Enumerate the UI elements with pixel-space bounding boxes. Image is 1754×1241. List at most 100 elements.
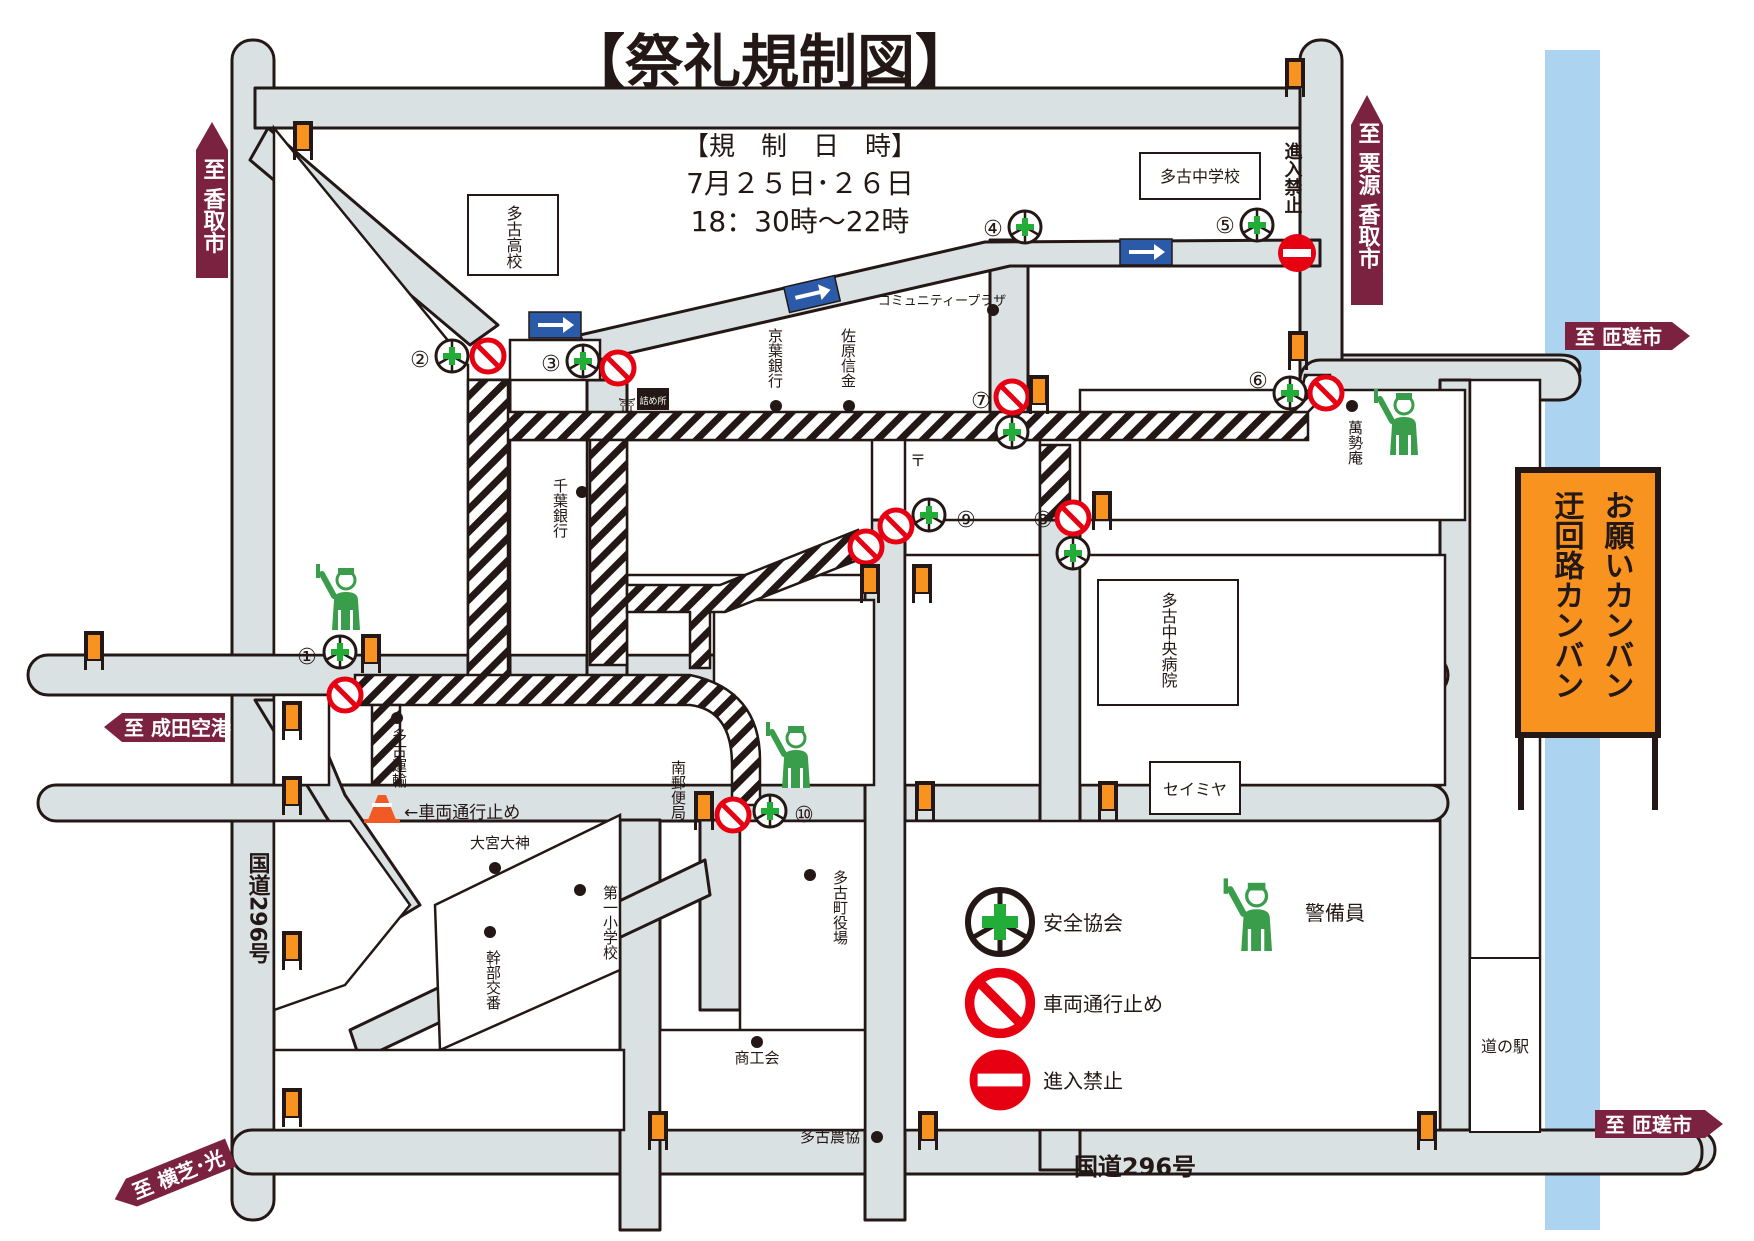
legend-guard: 警備員: [1224, 878, 1365, 951]
schedule-dates: 7月２５日･２６日: [686, 167, 914, 200]
tako-town-office-dot: [804, 869, 816, 881]
no-entry-icon: [969, 1049, 1031, 1111]
shokokai-dot: [751, 1036, 763, 1048]
point-5: ⑤: [1215, 214, 1235, 239]
legend-safety-label: 安全協会: [1043, 911, 1123, 935]
hospital-building: [1097, 579, 1239, 706]
no-vehicles-icon: [850, 531, 882, 563]
no-vehicles-icon: [1310, 377, 1342, 409]
safety-association-icon: [752, 793, 788, 829]
point-8: ⑧: [1033, 508, 1053, 533]
detour-sign-line1: お願いカンバン: [1599, 490, 1635, 700]
direction-sign-katori-left: 至 香取市: [196, 122, 228, 278]
post-office-icon: 〒: [910, 451, 926, 470]
direction-kurimoto-label: 至 栗源 香取市: [1355, 122, 1381, 270]
point-1: ①: [297, 645, 317, 670]
chiba-bank-dot: [576, 486, 588, 498]
point-numbers: ① ② ③ ④ ⑤ ⑥ ⑦ ⑧ ⑨ ⑩: [297, 214, 1268, 828]
safety-association-icon: [968, 890, 1032, 954]
no-entry-vertical-label: 進入禁止: [1282, 141, 1303, 214]
shokokai-label: 商工会: [734, 1049, 779, 1067]
safety-association-icon: [434, 338, 470, 374]
legend-guard-label: 警備員: [1305, 901, 1365, 925]
direction-sosa-lower-label: 至 匝瑳市: [1605, 1113, 1692, 1137]
direction-sign-yokoshiba: 至 横芝･光: [114, 1138, 237, 1207]
tako-jhs-label: 多古中学校: [1160, 167, 1240, 186]
seimiya-label: セイミヤ: [1163, 780, 1227, 799]
buildings: [467, 152, 1541, 1133]
detour-signboard: お願いカンバン 迂回路カンバン: [1515, 467, 1661, 810]
point-2: ②: [410, 348, 430, 373]
keiyo-bank-top-label: 京葉銀行: [766, 328, 784, 389]
michi-no-eki-label: 道の駅: [1481, 1037, 1529, 1056]
point-4: ④: [983, 217, 1003, 242]
tako-jhs-building: [1139, 152, 1261, 200]
safety-association-icon: [994, 414, 1030, 450]
point-3: ③: [541, 352, 561, 377]
point-10: ⑩: [794, 803, 814, 828]
direction-narita-label: 至 成田空港: [124, 716, 232, 740]
michi-no-eki-building: [1469, 957, 1541, 1133]
omiya-daijin-dot: [489, 862, 501, 874]
places: コミュニティープラザ 京葉銀行 佐原信金 千葉銀行 萬勢庵 多古運輸 南郵便局 …: [390, 141, 1364, 1146]
legend-no-vehicles-label: 車両通行止め: [1043, 992, 1163, 1016]
direction-sosa-upper-label: 至 匝瑳市: [1575, 325, 1662, 349]
minami-post-label: 南郵便局: [669, 760, 687, 821]
no-vehicles-icon: [602, 352, 634, 384]
restricted-zone: [353, 373, 1332, 807]
no-entry-icon: [1278, 234, 1316, 272]
legend-no-entry: 進入禁止: [969, 1049, 1123, 1111]
direction-sign-sosa-upper: 至 匝瑳市: [1565, 322, 1690, 350]
point-7: ⑦: [971, 389, 991, 414]
safety-association-icon: [322, 634, 358, 670]
daiichi-elementary-label: 第一小学校: [601, 884, 619, 960]
traffic-cone-icon: [364, 795, 400, 823]
tako-town-office-label: 多古町役場: [831, 870, 849, 945]
schedule-times: 18：30時〜22時: [691, 205, 910, 238]
tsumesho-label: 詰め所: [639, 395, 666, 407]
point-9: ⑨: [956, 508, 976, 533]
omiya-daijin-label: 大宮大神: [470, 834, 530, 852]
direction-katori-left-label: 至 香取市: [200, 158, 226, 254]
direction-sign-kurimoto: 至 栗源 香取市: [1351, 95, 1383, 305]
keiyo-bank-top-dot: [770, 400, 782, 412]
no-vehicles-icon: [1057, 502, 1089, 534]
schedule-heading: 【規 制 日 時】: [683, 132, 917, 162]
tako-nokyo-dot: [871, 1131, 883, 1143]
no-vehicles-icon: [996, 381, 1028, 413]
safety-association-icon: [1272, 375, 1308, 411]
no-vehicles-icon: [970, 973, 1031, 1034]
schedule-block: 【規 制 日 時】 7月２５日･２６日 18：30時〜22時: [683, 132, 917, 238]
point-6: ⑥: [1248, 369, 1268, 394]
hospital-label: 多古中央病院: [1159, 592, 1178, 689]
legend: 安全協会 警備員 車両通行止め 進入禁止: [968, 878, 1365, 1111]
safety-association-icon: [1007, 209, 1043, 245]
detour-sign-line2: 迂回路カンバン: [1549, 490, 1585, 700]
tsumesho-building: [637, 388, 669, 410]
legend-safety: 安全協会: [968, 890, 1123, 954]
no-vehicles-icon: [717, 799, 749, 831]
direction-sign-sosa-lower: 至 匝瑳市: [1595, 1110, 1723, 1138]
safety-association-icon: [1239, 207, 1275, 243]
no-vehicles-icon: [880, 510, 912, 542]
direction-sign-narita: 至 成田空港: [104, 713, 232, 742]
community-plaza-dot: [987, 304, 999, 316]
tako-nokyo-label: 多古農協: [800, 1128, 860, 1146]
legend-no-entry-label: 進入禁止: [1043, 1069, 1123, 1093]
kanbu-koban-label: 幹部交番: [484, 949, 502, 1010]
legend-no-vehicles: 車両通行止め: [970, 973, 1163, 1034]
sawara-shinkin-label: 佐原信金: [839, 328, 857, 388]
community-plaza-label: コミュニティープラザ: [878, 294, 1006, 309]
no-vehicle-label: ←車両通行止め: [404, 803, 520, 823]
shrine-icon: ⛩: [618, 398, 636, 414]
tako-high-building: [467, 194, 559, 276]
manseian-label: 萬勢庵: [1346, 420, 1364, 465]
tako-unyu-label: 多古運輸: [390, 728, 408, 788]
daiichi-elementary-dot: [574, 884, 586, 896]
tako-high-label: 多古高校: [504, 205, 523, 269]
signboard-icon: [1092, 491, 1112, 530]
tako-unyu-dot: [391, 712, 403, 724]
one-way-arrow-icon: [1119, 238, 1173, 266]
no-vehicles-icon: [472, 340, 504, 372]
